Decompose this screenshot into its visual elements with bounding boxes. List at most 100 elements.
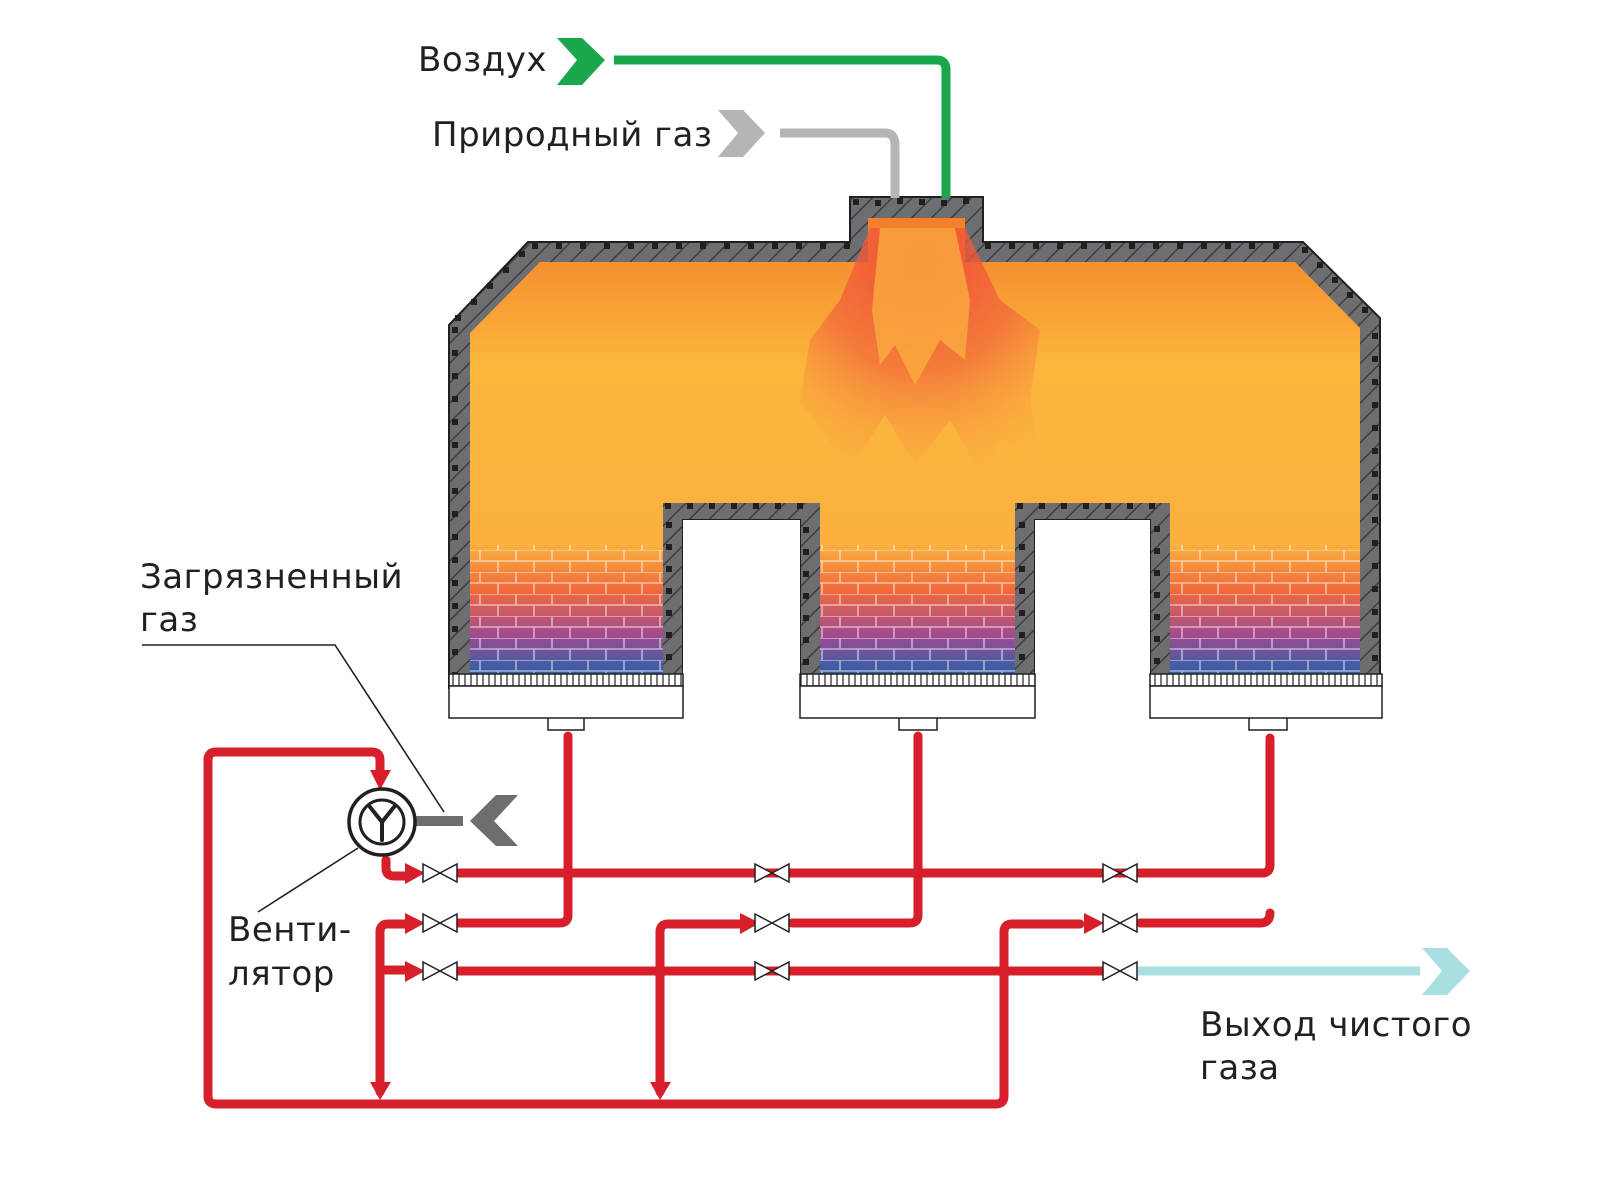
rivet-dot xyxy=(731,503,737,509)
rivet-dot xyxy=(709,503,715,509)
manifold-row-2c xyxy=(1135,908,1275,928)
fan-supply xyxy=(381,855,413,881)
valve-icon xyxy=(422,912,458,934)
rivet-dot xyxy=(803,527,809,533)
air-arrow-icon xyxy=(557,38,605,85)
fan-icon xyxy=(347,787,417,857)
arrow-down-mid-icon xyxy=(650,1082,671,1100)
valves xyxy=(422,862,1138,982)
arrow-right-row3-icon xyxy=(405,961,425,982)
rivet-dot xyxy=(1362,307,1368,313)
rivet-dot xyxy=(772,243,778,249)
rivet-dot xyxy=(1019,522,1025,528)
rivet-dot xyxy=(1372,494,1378,500)
rivet-dot xyxy=(803,637,809,643)
fan-label-line1: Венти- xyxy=(228,910,352,950)
rivet-dot xyxy=(897,198,903,204)
rivet-dot xyxy=(519,251,525,257)
rivet-dot xyxy=(1372,540,1378,546)
rivet-dot xyxy=(452,373,458,379)
rivet-dot xyxy=(1372,632,1378,638)
clean-out-label-line1: Выход чистого xyxy=(1200,1005,1473,1045)
rivet-dot xyxy=(1154,614,1160,620)
grate-1 xyxy=(448,673,684,687)
rivet-dot xyxy=(452,327,458,333)
valve-icon xyxy=(422,960,458,982)
rivet-dot xyxy=(853,199,859,205)
rivet-dot xyxy=(665,503,671,509)
regenerator-bed-2-bricks xyxy=(820,545,1015,673)
left-riser xyxy=(375,919,413,1097)
rivet-dot xyxy=(452,442,458,448)
rivet-dot xyxy=(1061,503,1067,509)
fan-label-line2: лятор xyxy=(228,954,335,994)
rivet-dot xyxy=(1225,243,1231,249)
rivet-dot xyxy=(941,200,947,206)
rivet-dot xyxy=(1081,243,1087,249)
rivet-dot xyxy=(775,503,781,509)
rivet-dot xyxy=(666,566,672,572)
rivet-dot xyxy=(452,488,458,494)
rivet-dot xyxy=(1249,243,1255,249)
rivet-dot xyxy=(1105,503,1111,509)
rivet-dot xyxy=(700,243,706,249)
rivet-dot xyxy=(455,315,461,321)
rivet-dot xyxy=(1009,243,1015,249)
clean-out-arrow-icon xyxy=(1422,948,1470,995)
rivet-dot xyxy=(1302,247,1308,253)
rivet-dot xyxy=(820,243,826,249)
rivet-dot xyxy=(875,200,881,206)
rivet-dot xyxy=(1347,292,1353,298)
rivet-dot xyxy=(748,243,754,249)
rivet-dot xyxy=(580,243,586,249)
dirty-gas-label-line2: газ xyxy=(140,600,199,640)
grate-3 xyxy=(1149,673,1383,687)
rivet-dot xyxy=(1019,610,1025,616)
rivet-dot xyxy=(844,243,850,249)
rivet-dot xyxy=(604,243,610,249)
rivet-dot xyxy=(753,503,759,509)
rivet-dot xyxy=(1154,658,1160,664)
rivet-dot xyxy=(1273,243,1279,249)
rivet-dot xyxy=(1317,262,1323,268)
air-label: Воздух xyxy=(418,40,547,80)
rivet-dot xyxy=(452,350,458,356)
rivet-dot xyxy=(1332,277,1338,283)
regenerator-bed-3-bricks xyxy=(1170,545,1360,673)
rivet-dot xyxy=(666,588,672,594)
rivet-dot xyxy=(452,419,458,425)
rivet-dot xyxy=(1372,563,1378,569)
arrow-down-fan-icon xyxy=(370,770,391,790)
rivet-dot xyxy=(1153,243,1159,249)
rivet-dot xyxy=(452,649,458,655)
rivet-dot xyxy=(503,267,509,273)
dirty-inlet-arrow-icon xyxy=(470,795,518,846)
manifold-row-1 xyxy=(453,733,1275,878)
rivet-dot xyxy=(666,544,672,550)
valve-icon xyxy=(1102,862,1138,884)
rivet-dot xyxy=(1372,471,1378,477)
rivet-dot xyxy=(666,522,672,528)
rivet-dot xyxy=(1105,243,1111,249)
rivet-dot xyxy=(1372,402,1378,408)
rivet-dot xyxy=(1127,503,1133,509)
plenum-1 xyxy=(448,685,684,731)
return-loop xyxy=(203,747,1085,1109)
rivet-dot xyxy=(1372,448,1378,454)
rivet-dot xyxy=(1017,503,1023,509)
valve-icon xyxy=(754,862,790,884)
regenerator-bed-1-bricks xyxy=(470,545,663,673)
rivet-dot xyxy=(919,199,925,205)
dirty-gas-leader xyxy=(142,644,445,813)
flow-arrows xyxy=(370,770,1104,1100)
valve-icon xyxy=(1102,912,1138,934)
bed-gap-1 xyxy=(683,520,800,690)
clean-out-label-line2: газа xyxy=(1200,1048,1280,1088)
manifold-row-2b xyxy=(787,731,923,928)
arrow-right-row1-icon xyxy=(405,863,425,884)
gas-arrow-icon xyxy=(718,110,765,157)
natural-gas-label: Природный газ xyxy=(432,115,713,155)
rivet-dot xyxy=(1154,526,1160,532)
rivet-dot xyxy=(803,593,809,599)
